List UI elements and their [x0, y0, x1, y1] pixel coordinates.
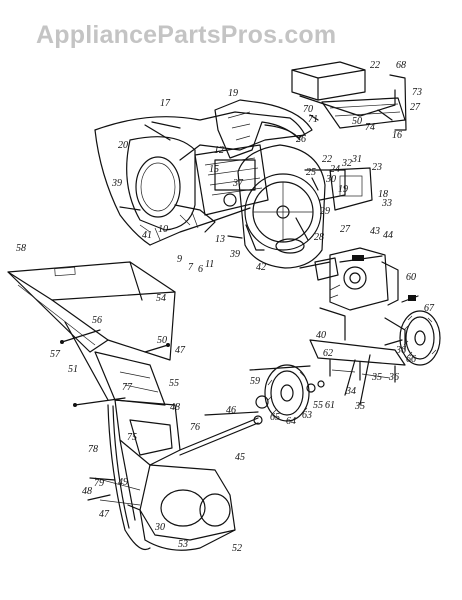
- rotor-side-plate: [237, 144, 373, 269]
- callout-c48: 35: [371, 372, 382, 383]
- callout-c45: 62: [323, 348, 333, 359]
- callout-c34: 68: [396, 60, 406, 71]
- callout-c70: 46: [226, 405, 236, 416]
- callout-c41: 16: [392, 130, 402, 141]
- callout-c32: 44: [383, 230, 393, 241]
- callout-c2: 19: [228, 88, 238, 99]
- callout-c25: 19: [338, 184, 348, 195]
- callout-c59: 54: [156, 293, 166, 304]
- callout-c62: 50: [157, 335, 167, 346]
- callout-c28: 29: [320, 206, 330, 217]
- discharge-chute: [214, 99, 313, 159]
- callout-c73: 79: [94, 478, 104, 489]
- callout-c15: 13: [215, 234, 225, 245]
- callout-c55: 64: [286, 416, 296, 427]
- callout-c29: 27: [340, 224, 351, 235]
- callout-c14: 11: [205, 259, 214, 270]
- callout-c11: 9: [177, 254, 182, 265]
- callout-c31: 43: [370, 226, 380, 237]
- callout-c53: 55: [313, 400, 323, 411]
- bag-strap: [107, 404, 151, 551]
- callout-c47: 66: [406, 354, 416, 365]
- callout-c57: 65: [270, 412, 280, 423]
- callout-c9: 41: [142, 230, 152, 241]
- callout-c66: 77: [122, 382, 133, 393]
- callout-c5: 39: [111, 178, 122, 189]
- callout-c35: 73: [412, 87, 422, 98]
- engine: [314, 247, 419, 311]
- callout-c40: 74: [365, 122, 375, 133]
- callout-c26: 18: [378, 189, 388, 200]
- callout-c79: 52: [232, 543, 242, 554]
- callout-c33: 22: [370, 60, 380, 71]
- hopper: [7, 261, 176, 406]
- frame-axle: [249, 307, 406, 383]
- watermark-text: AppliancePartsPros.com: [36, 21, 336, 49]
- callout-c24: 30: [325, 174, 336, 185]
- callout-c75: 49: [118, 477, 128, 488]
- callout-c13: 6: [198, 264, 203, 275]
- callout-c54: 63: [302, 410, 312, 421]
- callout-c17: 42: [256, 262, 266, 273]
- callout-c16: 39: [229, 249, 240, 260]
- callout-c52: 61: [325, 400, 335, 411]
- callout-c8: 37: [232, 178, 244, 189]
- callout-c38: 71: [308, 114, 318, 125]
- fasteners: [60, 109, 393, 511]
- callout-c44: 40: [316, 330, 326, 341]
- callout-c56: 59: [250, 376, 260, 387]
- callout-c39: 50: [352, 116, 362, 127]
- callout-c61: 57: [50, 349, 61, 360]
- callout-c78: 53: [178, 539, 188, 550]
- callout-c77: 30: [154, 522, 165, 533]
- handle-rod: [179, 411, 263, 456]
- callout-c43: 67: [424, 303, 435, 314]
- callout-c72: 78: [88, 444, 98, 455]
- callout-c7: 15: [209, 164, 219, 175]
- callout-c30: 28: [314, 232, 324, 243]
- callout-c65: 55: [169, 378, 179, 389]
- callout-c21: 32: [341, 158, 352, 169]
- callout-c6: 12: [214, 145, 224, 156]
- callout-c22: 31: [351, 154, 362, 165]
- callout-c27: 33: [381, 198, 392, 209]
- callout-c10: 10: [158, 224, 168, 235]
- callout-c71: 45: [235, 452, 245, 463]
- front-wheel: [255, 364, 325, 422]
- callout-c20: 25: [306, 167, 316, 178]
- rotor-housing-left: [94, 111, 306, 246]
- callout-c60: 56: [92, 315, 102, 326]
- callout-c67: 48: [170, 402, 180, 413]
- callout-c46: 36: [395, 345, 406, 356]
- callout-c23: 23: [372, 162, 382, 173]
- fuel-tank-assembly: [291, 61, 407, 131]
- lower-chute: [94, 399, 236, 551]
- callout-c49: 36: [388, 372, 399, 383]
- callout-c63: 47: [175, 345, 186, 356]
- callout-c50: 34: [345, 386, 356, 397]
- callout-c64: 51: [68, 364, 78, 375]
- callout-c3: 20: [118, 140, 128, 151]
- callout-c19: 24: [330, 164, 340, 175]
- callout-c68: 75: [127, 432, 137, 443]
- callout-c4: 26: [296, 134, 306, 145]
- callout-c36: 27: [410, 102, 421, 113]
- callout-c51: 35: [354, 401, 365, 412]
- rotor-assembly: [174, 144, 269, 233]
- callout-c12: 7: [188, 262, 194, 273]
- callout-c69: 76: [190, 422, 200, 433]
- callout-c18: 22: [322, 154, 332, 165]
- rear-wheel: [384, 310, 441, 366]
- callout-c42: 60: [406, 272, 416, 283]
- callout-c74: 48: [82, 486, 92, 497]
- callout-c58: 58: [16, 243, 26, 254]
- callout-c1: 17: [160, 98, 171, 109]
- callout-c37: 70: [303, 104, 313, 115]
- callout-c76: 47: [99, 509, 110, 520]
